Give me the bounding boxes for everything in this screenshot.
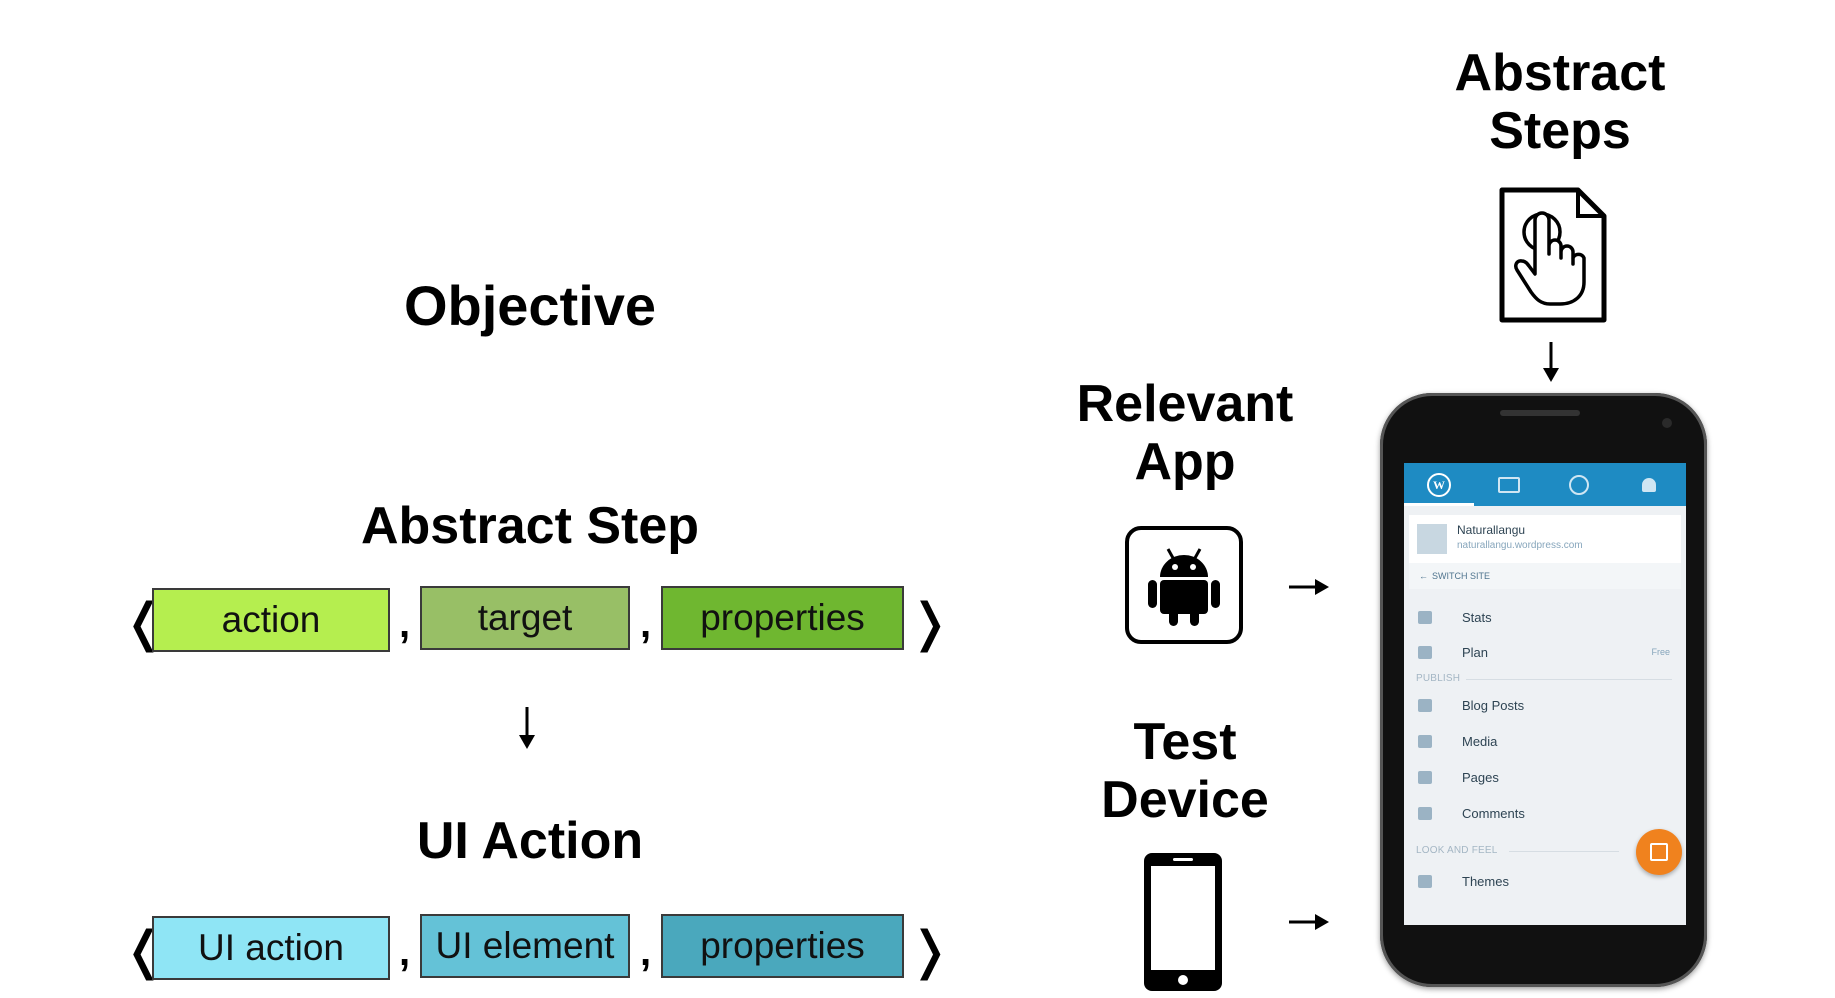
arrow-right-icon: [1289, 579, 1329, 595]
app-topbar: W: [1404, 463, 1686, 506]
wordpress-icon: W: [1427, 472, 1451, 497]
close-bracket: ❭: [908, 922, 952, 980]
menu-label: Media: [1462, 733, 1498, 749]
section-divider: [1466, 679, 1672, 680]
arrow-down-icon: [1543, 342, 1559, 382]
document-tap-icon: [1499, 187, 1607, 323]
menu-label: Blog Posts: [1462, 697, 1525, 713]
plan-icon: [1418, 645, 1432, 659]
menu-item-pages[interactable]: Pages: [1404, 763, 1686, 791]
compose-fab[interactable]: [1636, 829, 1682, 875]
menu-label: Pages: [1462, 769, 1499, 785]
ui-element-box: UI element: [420, 914, 630, 978]
phone-screen: W Naturallangu naturallangu.wordpress.co…: [1404, 463, 1686, 925]
menu-label: Stats: [1462, 609, 1492, 625]
menu-item-stats[interactable]: Stats: [1404, 603, 1686, 631]
test-device-line2: Device: [1101, 771, 1269, 830]
relevant-app-title: Relevant App: [1045, 375, 1325, 491]
arrow-right-icon: [1289, 914, 1329, 930]
relevant-app-line2: App: [1134, 433, 1236, 492]
comma: ,: [640, 602, 652, 646]
menu-item-comments[interactable]: Comments: [1404, 799, 1686, 827]
site-card[interactable]: Naturallangu naturallangu.wordpress.com: [1409, 515, 1681, 563]
phone-camera: [1662, 418, 1672, 428]
site-globe-icon: [1417, 524, 1447, 554]
test-device-line1: Test: [1133, 713, 1237, 771]
comma: ,: [399, 602, 411, 646]
ui-properties-box: properties: [661, 914, 904, 978]
profile-icon: [1569, 474, 1589, 495]
switch-site-button[interactable]: ← SWITCH SITE: [1409, 563, 1681, 589]
media-icon: [1418, 734, 1432, 748]
posts-icon: [1418, 698, 1432, 712]
abstract-step-title: Abstract Step: [360, 497, 700, 555]
active-tab-indicator: [1404, 503, 1474, 506]
comma: ,: [399, 930, 411, 974]
abstract-steps-line2: Steps: [1489, 102, 1631, 161]
arrow-down-icon: [519, 707, 535, 749]
section-divider: [1509, 851, 1619, 852]
tab-reader[interactable]: [1474, 463, 1544, 506]
plan-badge: Free: [1651, 647, 1670, 657]
menu-item-themes[interactable]: Themes: [1404, 867, 1686, 895]
action-box: action: [152, 588, 390, 652]
bell-icon: [1642, 477, 1656, 492]
back-arrow-icon: ←: [1419, 571, 1428, 581]
smartphone-icon: [1144, 853, 1222, 991]
ui-action-title: UI Action: [416, 812, 644, 870]
abstract-steps-line1: Abstract: [1454, 44, 1666, 102]
reader-icon: [1498, 476, 1520, 493]
menu-label: Themes: [1462, 873, 1509, 889]
relevant-app-line1: Relevant: [1076, 375, 1294, 433]
switch-site-label: SWITCH SITE: [1432, 571, 1490, 581]
themes-icon: [1418, 874, 1432, 888]
ui-action-box: UI action: [152, 916, 390, 980]
menu-item-blog-posts[interactable]: Blog Posts: [1404, 691, 1686, 719]
site-name: Naturallangu: [1457, 523, 1526, 537]
phone-speaker: [1500, 410, 1580, 416]
edit-icon: [1650, 843, 1668, 861]
site-url: naturallangu.wordpress.com: [1457, 540, 1583, 551]
publish-section-label: PUBLISH: [1416, 673, 1461, 684]
comments-icon: [1418, 806, 1432, 820]
comma: ,: [640, 930, 652, 974]
menu-label: Comments: [1462, 805, 1525, 821]
android-icon: [1125, 526, 1243, 644]
look-and-feel-section-label: LOOK AND FEEL: [1416, 845, 1498, 856]
objective-title: Objective: [403, 274, 657, 337]
target-box: target: [420, 586, 630, 650]
menu-item-media[interactable]: Media: [1404, 727, 1686, 755]
close-bracket: ❭: [908, 594, 952, 652]
stats-icon: [1418, 610, 1432, 624]
tab-my-sites[interactable]: W: [1404, 463, 1474, 506]
test-device-title: Test Device: [1045, 713, 1325, 829]
tab-me[interactable]: [1544, 463, 1614, 506]
menu-item-plan[interactable]: Plan Free: [1404, 638, 1686, 666]
abstract-steps-title: Abstract Steps: [1410, 44, 1710, 160]
pages-icon: [1418, 770, 1432, 784]
menu-label: Plan: [1462, 644, 1489, 660]
properties-box: properties: [661, 586, 904, 650]
tab-notifications[interactable]: [1614, 463, 1684, 506]
